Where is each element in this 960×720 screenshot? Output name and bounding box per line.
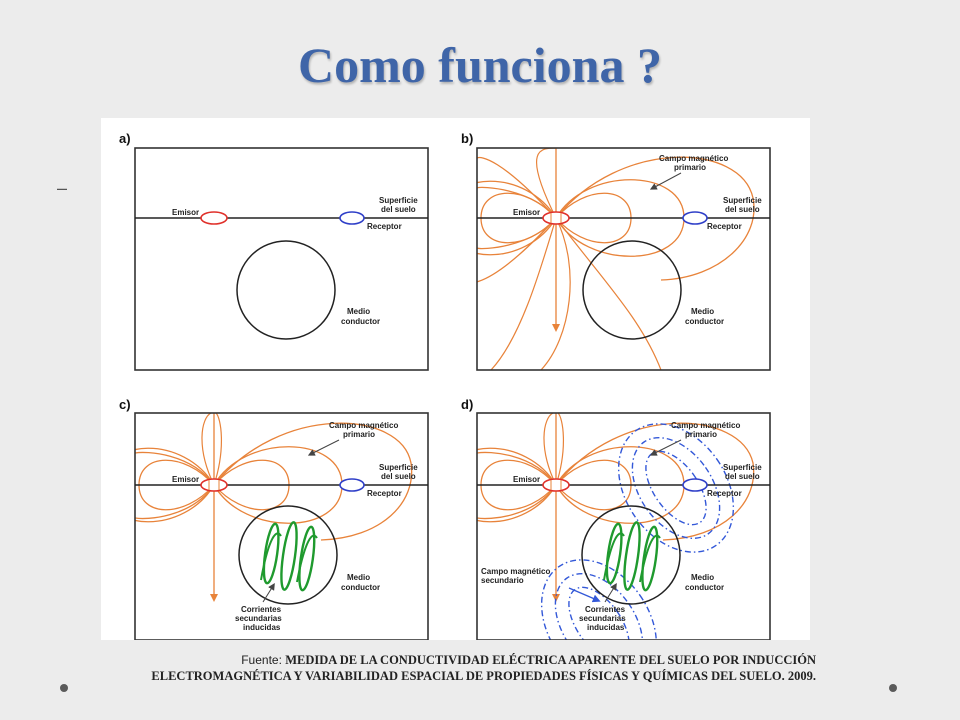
- panel-a-tag: a): [119, 131, 131, 146]
- caption-body: MEDIDA DE LA CONDUCTIVIDAD ELÉCTRICA APA…: [151, 653, 816, 683]
- panel-d-tag: d): [461, 397, 473, 412]
- caption-prefix: Fuente:: [241, 653, 286, 667]
- panel-c-conductor-label: conductor: [341, 583, 380, 592]
- panel-d-primary-field: [477, 413, 755, 602]
- panel-b-tag: b): [461, 131, 473, 146]
- emi-diagram-figure: a) Emisor Superficie del suelo Receptor …: [101, 118, 810, 640]
- panel-d-conductor-label: conductor: [685, 583, 724, 592]
- panel-b-emitter-coil: [542, 211, 570, 225]
- panel-c-primario-label: primario: [343, 430, 375, 439]
- panel-d-campo-label: Campo magnético: [671, 421, 740, 430]
- panel-a-superficie-label: Superficie: [379, 196, 418, 205]
- slide-title: Como funciona ?: [298, 37, 662, 93]
- panel-b: b) Campo magnético primario Emisor Super…: [461, 131, 771, 371]
- panel-b-primario-label: primario: [674, 163, 706, 172]
- panel-c-campo-label: Campo magnético: [329, 421, 398, 430]
- panel-b-medio-label: Medio: [691, 307, 714, 316]
- source-caption: Fuente: MEDIDA DE LA CONDUCTIVIDAD ELÉCT…: [110, 652, 816, 684]
- panel-c-conductive-medium: [238, 505, 338, 605]
- panel-b-emisor-label: Emisor: [513, 208, 540, 217]
- panel-d-medio-label: Medio: [691, 573, 714, 582]
- panel-d-primario-label: primario: [685, 430, 717, 439]
- panel-b-conductor-label: conductor: [685, 317, 724, 326]
- panel-c-frame: [134, 412, 429, 640]
- panel-d-inducidas-label: inducidas: [587, 623, 625, 632]
- panel-b-receptor-label: Receptor: [707, 222, 742, 231]
- bullet-dash: –: [57, 178, 68, 198]
- panel-c-secundarias-label: secundarias: [235, 614, 282, 623]
- panel-d-conductive-medium: [581, 505, 681, 605]
- panel-a-conductor-label: conductor: [341, 317, 380, 326]
- panel-b-frame: [476, 147, 771, 371]
- panel-d-receiver-coil: [682, 478, 708, 492]
- panel-c-receptor-label: Receptor: [367, 489, 402, 498]
- decorative-dot-left: [60, 684, 68, 692]
- panel-d-superficie-label: Superficie: [723, 463, 762, 472]
- decorative-dot-right: [889, 684, 897, 692]
- panel-d-receptor-label: Receptor: [707, 489, 742, 498]
- panel-b-campo-label: Campo magnético: [659, 154, 728, 163]
- panel-a-conductive-medium: [236, 240, 336, 340]
- panel-d-emitter-coil: [542, 478, 570, 492]
- panel-c-inducidas-label: inducidas: [243, 623, 281, 632]
- panel-d-frame: [476, 412, 771, 640]
- panel-b-receiver-coil: [682, 211, 708, 225]
- panel-a-receptor-label: Receptor: [367, 222, 402, 231]
- panel-a-medio-label: Medio: [347, 307, 370, 316]
- panel-a-emisor-label: Emisor: [172, 208, 199, 217]
- panel-d-corrientes-label: Corrientes: [585, 605, 626, 614]
- panel-d-induced-currents: [602, 520, 662, 593]
- panel-a-suelo-label: del suelo: [381, 205, 416, 214]
- panel-a-frame: [134, 147, 429, 371]
- panel-c-medio-label: Medio: [347, 573, 370, 582]
- panel-b-conductive-medium: [582, 240, 682, 340]
- panel-a: a) Emisor Superficie del suelo Receptor …: [119, 131, 429, 371]
- panel-c-emisor-label: Emisor: [172, 475, 199, 484]
- panel-c-primary-field: [135, 413, 413, 602]
- panel-c-tag: c): [119, 397, 131, 412]
- panel-d-secundarias-label: secundarias: [579, 614, 626, 623]
- panel-b-suelo-label: del suelo: [725, 205, 760, 214]
- panel-c-suelo-label: del suelo: [381, 472, 416, 481]
- panel-c-emitter-coil: [200, 478, 228, 492]
- panel-d: d): [461, 397, 771, 640]
- panel-c: c) Campo magnético primario Emisor Super…: [119, 397, 429, 640]
- panel-c-superficie-label: Superficie: [379, 463, 418, 472]
- panel-d-campo-secundario-label: Campo magnético: [481, 567, 550, 576]
- panel-c-induced-currents: [259, 520, 319, 593]
- panel-d-suelo-label: del suelo: [725, 472, 760, 481]
- panel-d-secundario-label: secundario: [481, 576, 524, 585]
- panel-a-emitter-coil: [200, 211, 228, 225]
- panel-a-receiver-coil: [339, 211, 365, 225]
- panel-c-receiver-coil: [339, 478, 365, 492]
- panel-d-emisor-label: Emisor: [513, 475, 540, 484]
- panel-b-superficie-label: Superficie: [723, 196, 762, 205]
- panel-c-corrientes-label: Corrientes: [241, 605, 282, 614]
- panel-b-primary-field: [477, 148, 755, 370]
